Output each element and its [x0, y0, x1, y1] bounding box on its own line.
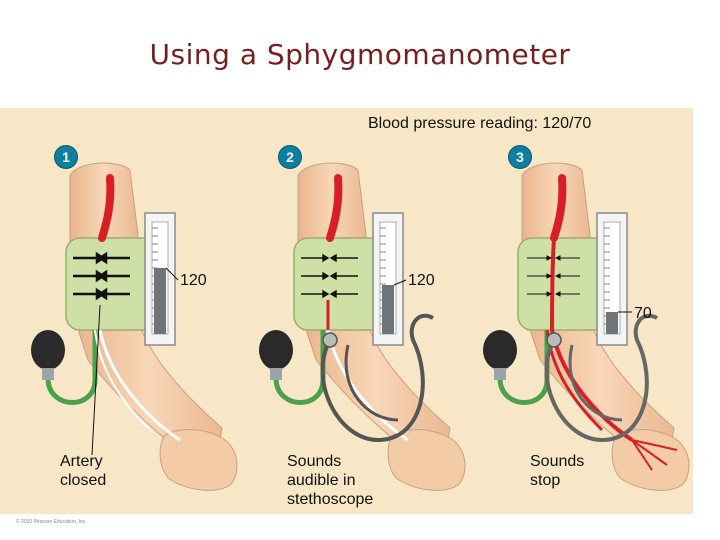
gauge-value-3: 70: [634, 305, 652, 322]
caption-line: audible in: [287, 472, 356, 489]
step-badge-3: 3: [508, 145, 532, 169]
gauge-value-1: 120: [180, 272, 207, 289]
caption-line: Sounds: [287, 453, 342, 470]
panel-2-arm: [259, 163, 465, 490]
caption-line: stethoscope: [287, 491, 374, 508]
caption-line: Sounds: [530, 453, 585, 470]
caption-line: Artery: [60, 453, 103, 470]
pressure-arrows: [73, 251, 130, 301]
caption-line: stop: [530, 472, 561, 489]
blood-pressure-reading: Blood pressure reading: 120/70: [368, 115, 592, 132]
panel-3-arm: [483, 163, 689, 490]
slide-title: Using a Sphygmomanometer: [149, 38, 571, 71]
caption-line: closed: [60, 472, 107, 489]
copyright-notice: © 2010 Pearson Education, Inc.: [16, 519, 87, 525]
caption-step-2: Sounds audible in stethoscope: [287, 452, 373, 509]
stethoscope-icon: [320, 313, 434, 443]
panel-1-arm: [31, 163, 237, 490]
step-badge-1: 1: [54, 145, 78, 169]
step-badge-2: 2: [278, 145, 302, 169]
caption-step-3: Sounds stop: [530, 452, 584, 490]
caption-step-1: Artery closed: [60, 452, 106, 490]
gauge-value-2: 120: [408, 272, 435, 289]
